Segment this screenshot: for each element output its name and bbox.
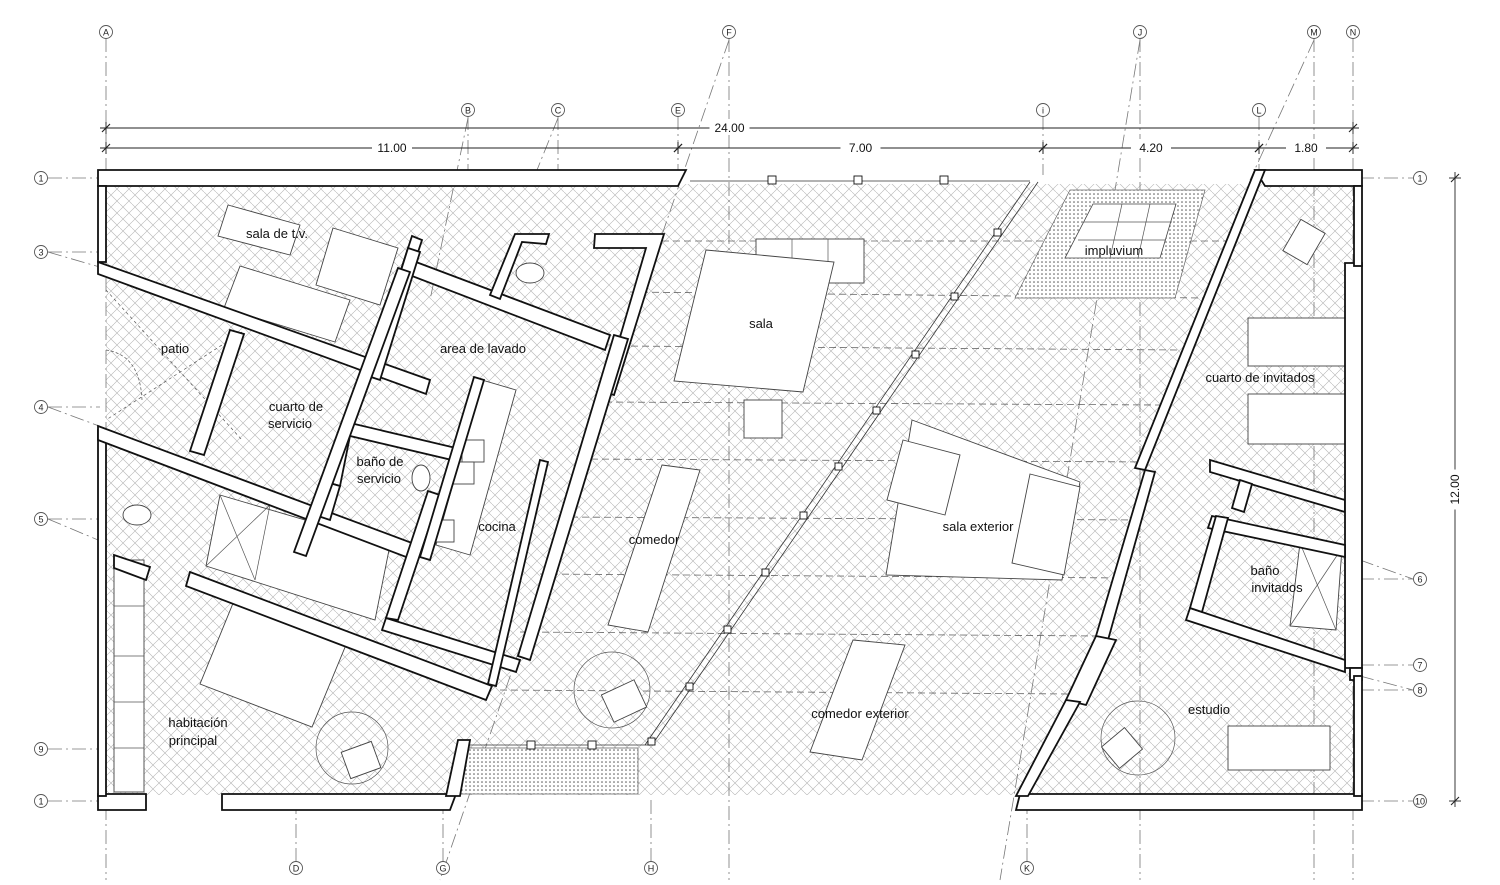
grid-axis-diag-J bbox=[999, 39, 1141, 881]
grid-bubble-M: M bbox=[1307, 25, 1321, 39]
grid-bubble-K: K bbox=[1020, 861, 1034, 875]
grid-bubble-L: L bbox=[1252, 103, 1266, 117]
grid-bubble-row-right-2: 7 bbox=[1413, 658, 1427, 672]
room-comedor-exterior: comedor exterior bbox=[811, 706, 909, 721]
grid-axis-diag-M bbox=[1249, 39, 1315, 181]
glazing bbox=[468, 175, 1039, 750]
room-sala: sala bbox=[749, 316, 774, 331]
grid-bubble-row-left-1: 3 bbox=[34, 245, 48, 259]
room-patio: patio bbox=[161, 341, 189, 356]
grid-bubble-C-label: C bbox=[555, 106, 562, 116]
grid-bubble-H: H bbox=[644, 861, 658, 875]
room-impluvium: impluvium bbox=[1085, 243, 1144, 258]
deck-strip bbox=[457, 747, 639, 795]
room-sala-exterior: sala exterior bbox=[943, 519, 1014, 534]
grid-bubble-A-label: A bbox=[103, 28, 109, 38]
grid-bubble-i: i bbox=[1036, 103, 1050, 117]
grid-bubble-J-label: J bbox=[1138, 28, 1143, 38]
grid-bubble-row-right-4: 10 bbox=[1413, 794, 1427, 808]
grid-bubble-row-right-0-label: 1 bbox=[1417, 174, 1422, 184]
grid-bubble-H-label: H bbox=[648, 864, 655, 874]
furniture bbox=[105, 204, 1346, 793]
grid-bubble-M-label: M bbox=[1310, 28, 1318, 38]
room-area-lavado: area de lavado bbox=[440, 341, 526, 356]
grid-bubble-row-left-3: 5 bbox=[34, 512, 48, 526]
grid-bubble-F-label: F bbox=[726, 28, 732, 38]
dimension-height: 12.00 bbox=[1448, 474, 1462, 504]
grid-bubble-row-right-3-label: 8 bbox=[1417, 686, 1422, 696]
dimension-segment-1: 7.00 bbox=[849, 141, 873, 155]
grid-bubble-B: B bbox=[461, 103, 475, 117]
dimension-lines: 24.00 11.00 7.00 4.20 1.80 12.00 bbox=[100, 119, 1464, 807]
grid-bubble-row-right-2-label: 7 bbox=[1417, 661, 1422, 671]
grid-bubble-B-label: B bbox=[465, 106, 471, 116]
room-cuarto-invitados: cuarto de invitados bbox=[1205, 370, 1315, 385]
grid-bubble-N-label: N bbox=[1350, 28, 1357, 38]
room-habitacion-l2: principal bbox=[169, 733, 218, 748]
grid-bubble-G-label: G bbox=[439, 864, 446, 874]
grid-bubble-row-left-2-label: 4 bbox=[38, 403, 43, 413]
grid-bubble-E-label: E bbox=[675, 106, 681, 116]
grid-bubble-row-right-0: 1 bbox=[1413, 171, 1427, 185]
grid-bubble-K-label: K bbox=[1024, 864, 1030, 874]
room-estudio: estudio bbox=[1188, 702, 1230, 717]
grid-axis-diag-6 bbox=[1359, 559, 1414, 580]
grid-bubble-A: A bbox=[99, 25, 113, 39]
grid-axis-diag-8 bbox=[1359, 675, 1414, 691]
dimension-overall: 24.00 bbox=[714, 121, 744, 135]
room-bano-invitados-l2: invitados bbox=[1251, 580, 1303, 595]
grid-bubble-D-label: D bbox=[293, 864, 300, 874]
room-bano-servicio-l1: baño de bbox=[357, 454, 404, 469]
room-bano-servicio-l2: servicio bbox=[357, 471, 401, 486]
dimension-segment-0: 11.00 bbox=[377, 141, 406, 155]
grid-bubble-F: F bbox=[722, 25, 736, 39]
walls bbox=[97, 169, 1363, 811]
grid-bubble-G: G bbox=[436, 861, 450, 875]
grid-bubble-J: J bbox=[1133, 25, 1147, 39]
dimension-segment-3: 1.80 bbox=[1294, 141, 1318, 155]
impluvium-area bbox=[1014, 189, 1206, 299]
grid-bubble-N: N bbox=[1346, 25, 1360, 39]
grid-bubble-i-label: i bbox=[1042, 106, 1044, 116]
room-sala-tv: sala de t.v. bbox=[246, 226, 308, 241]
room-cocina: cocina bbox=[478, 519, 516, 534]
grid-bubble-row-left-0-label: 1 bbox=[38, 174, 43, 184]
grid-bubble-row-right-4-label: 10 bbox=[1415, 797, 1425, 807]
grid-bubble-row-left-5-label: 1 bbox=[38, 797, 43, 807]
grid-bubble-E: E bbox=[671, 103, 685, 117]
dimension-segment-2: 4.20 bbox=[1139, 141, 1163, 155]
grid-bubble-row-left-5: 1 bbox=[34, 794, 48, 808]
grid-bubble-L-label: L bbox=[1256, 106, 1261, 116]
room-habitacion-l1: habitación bbox=[168, 715, 227, 730]
room-labels: sala de t.v. patio area de lavado cuarto… bbox=[161, 226, 1315, 748]
grid-axis-diag-C bbox=[534, 117, 559, 176]
grid-bubble-row-right-1-label: 6 bbox=[1417, 575, 1422, 585]
grid-bubble-D: D bbox=[289, 861, 303, 875]
grid-bubble-row-left-2: 4 bbox=[34, 400, 48, 414]
grid-bubble-row-left-1-label: 3 bbox=[38, 248, 43, 258]
grid-bubble-row-left-0: 1 bbox=[34, 171, 48, 185]
room-cuarto-servicio-l1: cuarto de bbox=[269, 399, 323, 414]
grid-bubble-C: C bbox=[551, 103, 565, 117]
grid-bubble-row-left-3-label: 5 bbox=[38, 515, 43, 525]
room-bano-invitados-l1: baño bbox=[1251, 563, 1280, 578]
grid-bubble-row-right-1: 6 bbox=[1413, 572, 1427, 586]
grid-bubble-row-right-3: 8 bbox=[1413, 683, 1427, 697]
room-cuarto-servicio-l2: servicio bbox=[268, 416, 312, 431]
grid-bubble-row-left-4: 9 bbox=[34, 742, 48, 756]
room-comedor: comedor bbox=[629, 532, 680, 547]
grid-bubble-row-left-4-label: 9 bbox=[38, 745, 43, 755]
